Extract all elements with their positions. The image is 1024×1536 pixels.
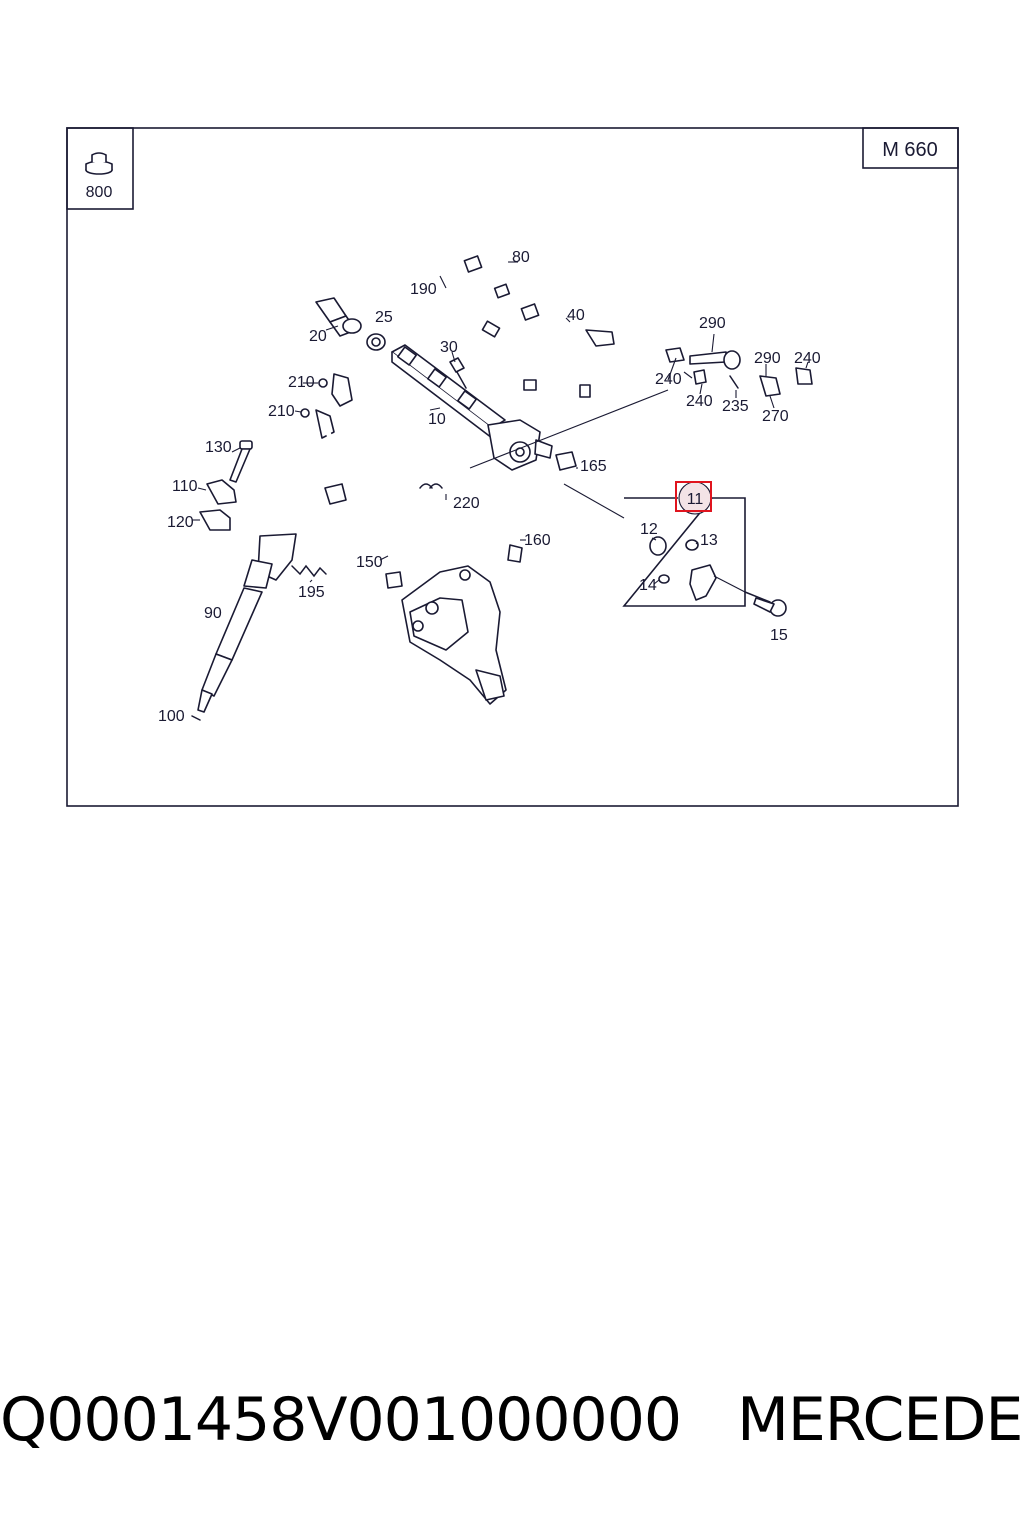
callout-240-lower: 240 [686,393,713,410]
seal-100 [191,715,201,721]
high-pressure-pump [401,565,507,705]
callout-40: 40 [567,307,585,324]
callout-30: 30 [440,339,458,356]
callout-190: 190 [410,281,437,298]
bracket-110 [206,479,237,505]
callout-195: 195 [298,584,325,601]
callout-130: 130 [205,439,232,456]
parts-diagram: 800 M 660 [66,127,959,807]
bolt-30 [449,357,467,389]
callout-210-upper: 210 [288,374,315,391]
injector-lines [445,255,615,398]
callout-20: 20 [309,328,327,345]
callout-220: 220 [453,495,480,512]
callout-12: 12 [640,521,658,538]
coolant-hose [665,326,886,407]
brand-name: MERCEDES [737,1385,1024,1455]
return-line-165 [339,381,577,484]
callout-14: 14 [639,577,657,594]
leak-line-220 [325,429,519,551]
callout-25: 25 [375,309,393,326]
connector-160 [507,544,523,563]
callout-240-right: 240 [794,350,821,367]
callout-110: 110 [172,478,198,495]
callout-11-highlight[interactable]: 11 [675,481,712,515]
bracket-120 [199,509,231,531]
callout-90: 90 [204,605,222,622]
callout-80: 80 [512,249,530,266]
callout-270: 270 [762,408,789,425]
callout-210-lower: 210 [268,403,295,420]
washer-25 [366,333,386,351]
inset-800: 800 [66,127,134,210]
bolt-130 [229,440,253,483]
plug-icon [85,152,113,175]
callout-120: 120 [167,514,194,531]
caption: Q0001458V001000000 MERCEDES [0,1385,1024,1455]
diagram-frame [66,127,959,807]
callout-290-left: 290 [699,315,726,332]
leader-lines [192,261,809,585]
callout-160: 160 [524,532,551,549]
model-tag: M 660 [882,139,938,161]
callout-165: 165 [580,458,607,475]
part-number: Q0001458V001000000 [0,1385,682,1455]
callout-100: 100 [158,708,185,725]
model-tag-box: M 660 [862,127,959,169]
callouts: 80 190 40 20 25 30 210 210 10 130 110 12… [158,249,821,725]
callout-10: 10 [428,411,446,428]
callout-240-left: 240 [655,371,682,388]
callout-11: 11 [687,491,704,508]
callout-290-right: 290 [754,350,781,367]
detail-box-11 [622,497,746,607]
fuel-rail [391,344,553,471]
callout-13: 13 [700,532,718,549]
injector-90 [197,533,297,713]
clip-195 [291,564,327,578]
line-150 [324,483,403,589]
pressure-sensor-20 [315,297,362,337]
callout-235: 235 [722,398,749,415]
inset-label: 800 [86,184,113,201]
bolt-15 [744,591,787,617]
fitting-210-upper [318,373,353,407]
callout-15: 15 [770,627,788,644]
callout-150: 150 [356,554,383,571]
